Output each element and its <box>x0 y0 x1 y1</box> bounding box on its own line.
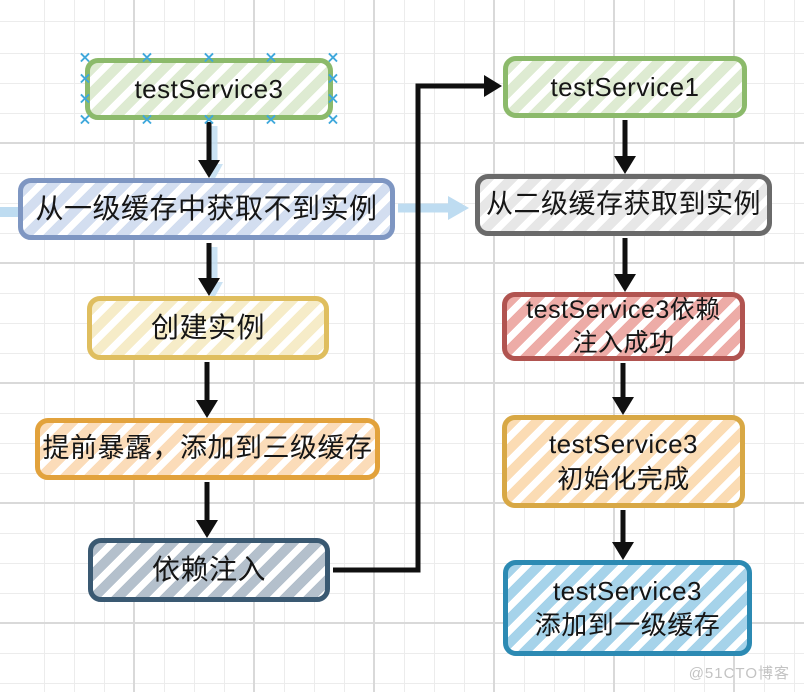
node-testservice3-added-l1-cache[interactable]: testService3 添加到一级缓存 <box>503 560 752 656</box>
node-testservice1[interactable]: testService1 <box>503 56 747 118</box>
node-label: testService3依赖 注入成功 <box>526 295 721 357</box>
selection-handle-icon[interactable]: × <box>264 109 278 129</box>
selection-handle-icon[interactable]: × <box>264 47 278 67</box>
node-early-expose-l3-cache[interactable]: 提前暴露，添加到三级缓存 <box>35 418 380 480</box>
watermark: @51CTO博客 <box>688 665 790 682</box>
node-get-from-l1-cache-fail[interactable]: 从一级缓存中获取不到实例 <box>18 178 395 240</box>
selection-handle-icon[interactable]: × <box>326 109 340 129</box>
selection-handle-icon[interactable]: × <box>202 47 216 67</box>
node-testservice3[interactable]: testService3 <box>85 58 333 120</box>
selection-handle-icon[interactable]: × <box>326 68 340 88</box>
node-label: 依赖注入 <box>151 553 266 585</box>
node-testservice3-di-success[interactable]: testService3依赖 注入成功 <box>502 292 745 361</box>
node-dependency-injection[interactable]: 依赖注入 <box>88 538 330 602</box>
node-create-instance[interactable]: 创建实例 <box>87 296 329 360</box>
node-label: 从二级缓存获取到实例 <box>486 189 761 220</box>
selection-handle-icon[interactable]: × <box>202 109 216 129</box>
highlight-arrow-l1cache-to-l2cache[interactable] <box>398 196 469 220</box>
selection-handle-icon[interactable]: × <box>78 47 92 67</box>
node-label: testService1 <box>550 71 700 102</box>
node-label: 从一级缓存中获取不到实例 <box>35 192 378 224</box>
node-label: testService3 添加到一级缓存 <box>534 575 721 640</box>
node-label: testService3 <box>134 73 284 104</box>
node-get-from-l2-cache[interactable]: 从二级缓存获取到实例 <box>475 174 772 236</box>
selection-handle-icon[interactable]: × <box>140 109 154 129</box>
node-label: testService3 初始化完成 <box>548 429 699 494</box>
selection-handle-icon[interactable]: × <box>326 88 340 108</box>
node-testservice3-init-done[interactable]: testService3 初始化完成 <box>502 415 745 508</box>
selection-handle-icon[interactable]: × <box>326 47 340 67</box>
selection-handle-icon[interactable]: × <box>78 68 92 88</box>
selection-handle-icon[interactable]: × <box>78 88 92 108</box>
node-label: 创建实例 <box>150 311 265 343</box>
edge-shadow-testservice3 <box>203 126 223 182</box>
selection-handle-icon[interactable]: × <box>140 47 154 67</box>
selection-handle-icon[interactable]: × <box>78 109 92 129</box>
edge-shadow-l1cache <box>203 247 223 300</box>
node-label: 提前暴露，添加到三级缓存 <box>42 433 373 464</box>
